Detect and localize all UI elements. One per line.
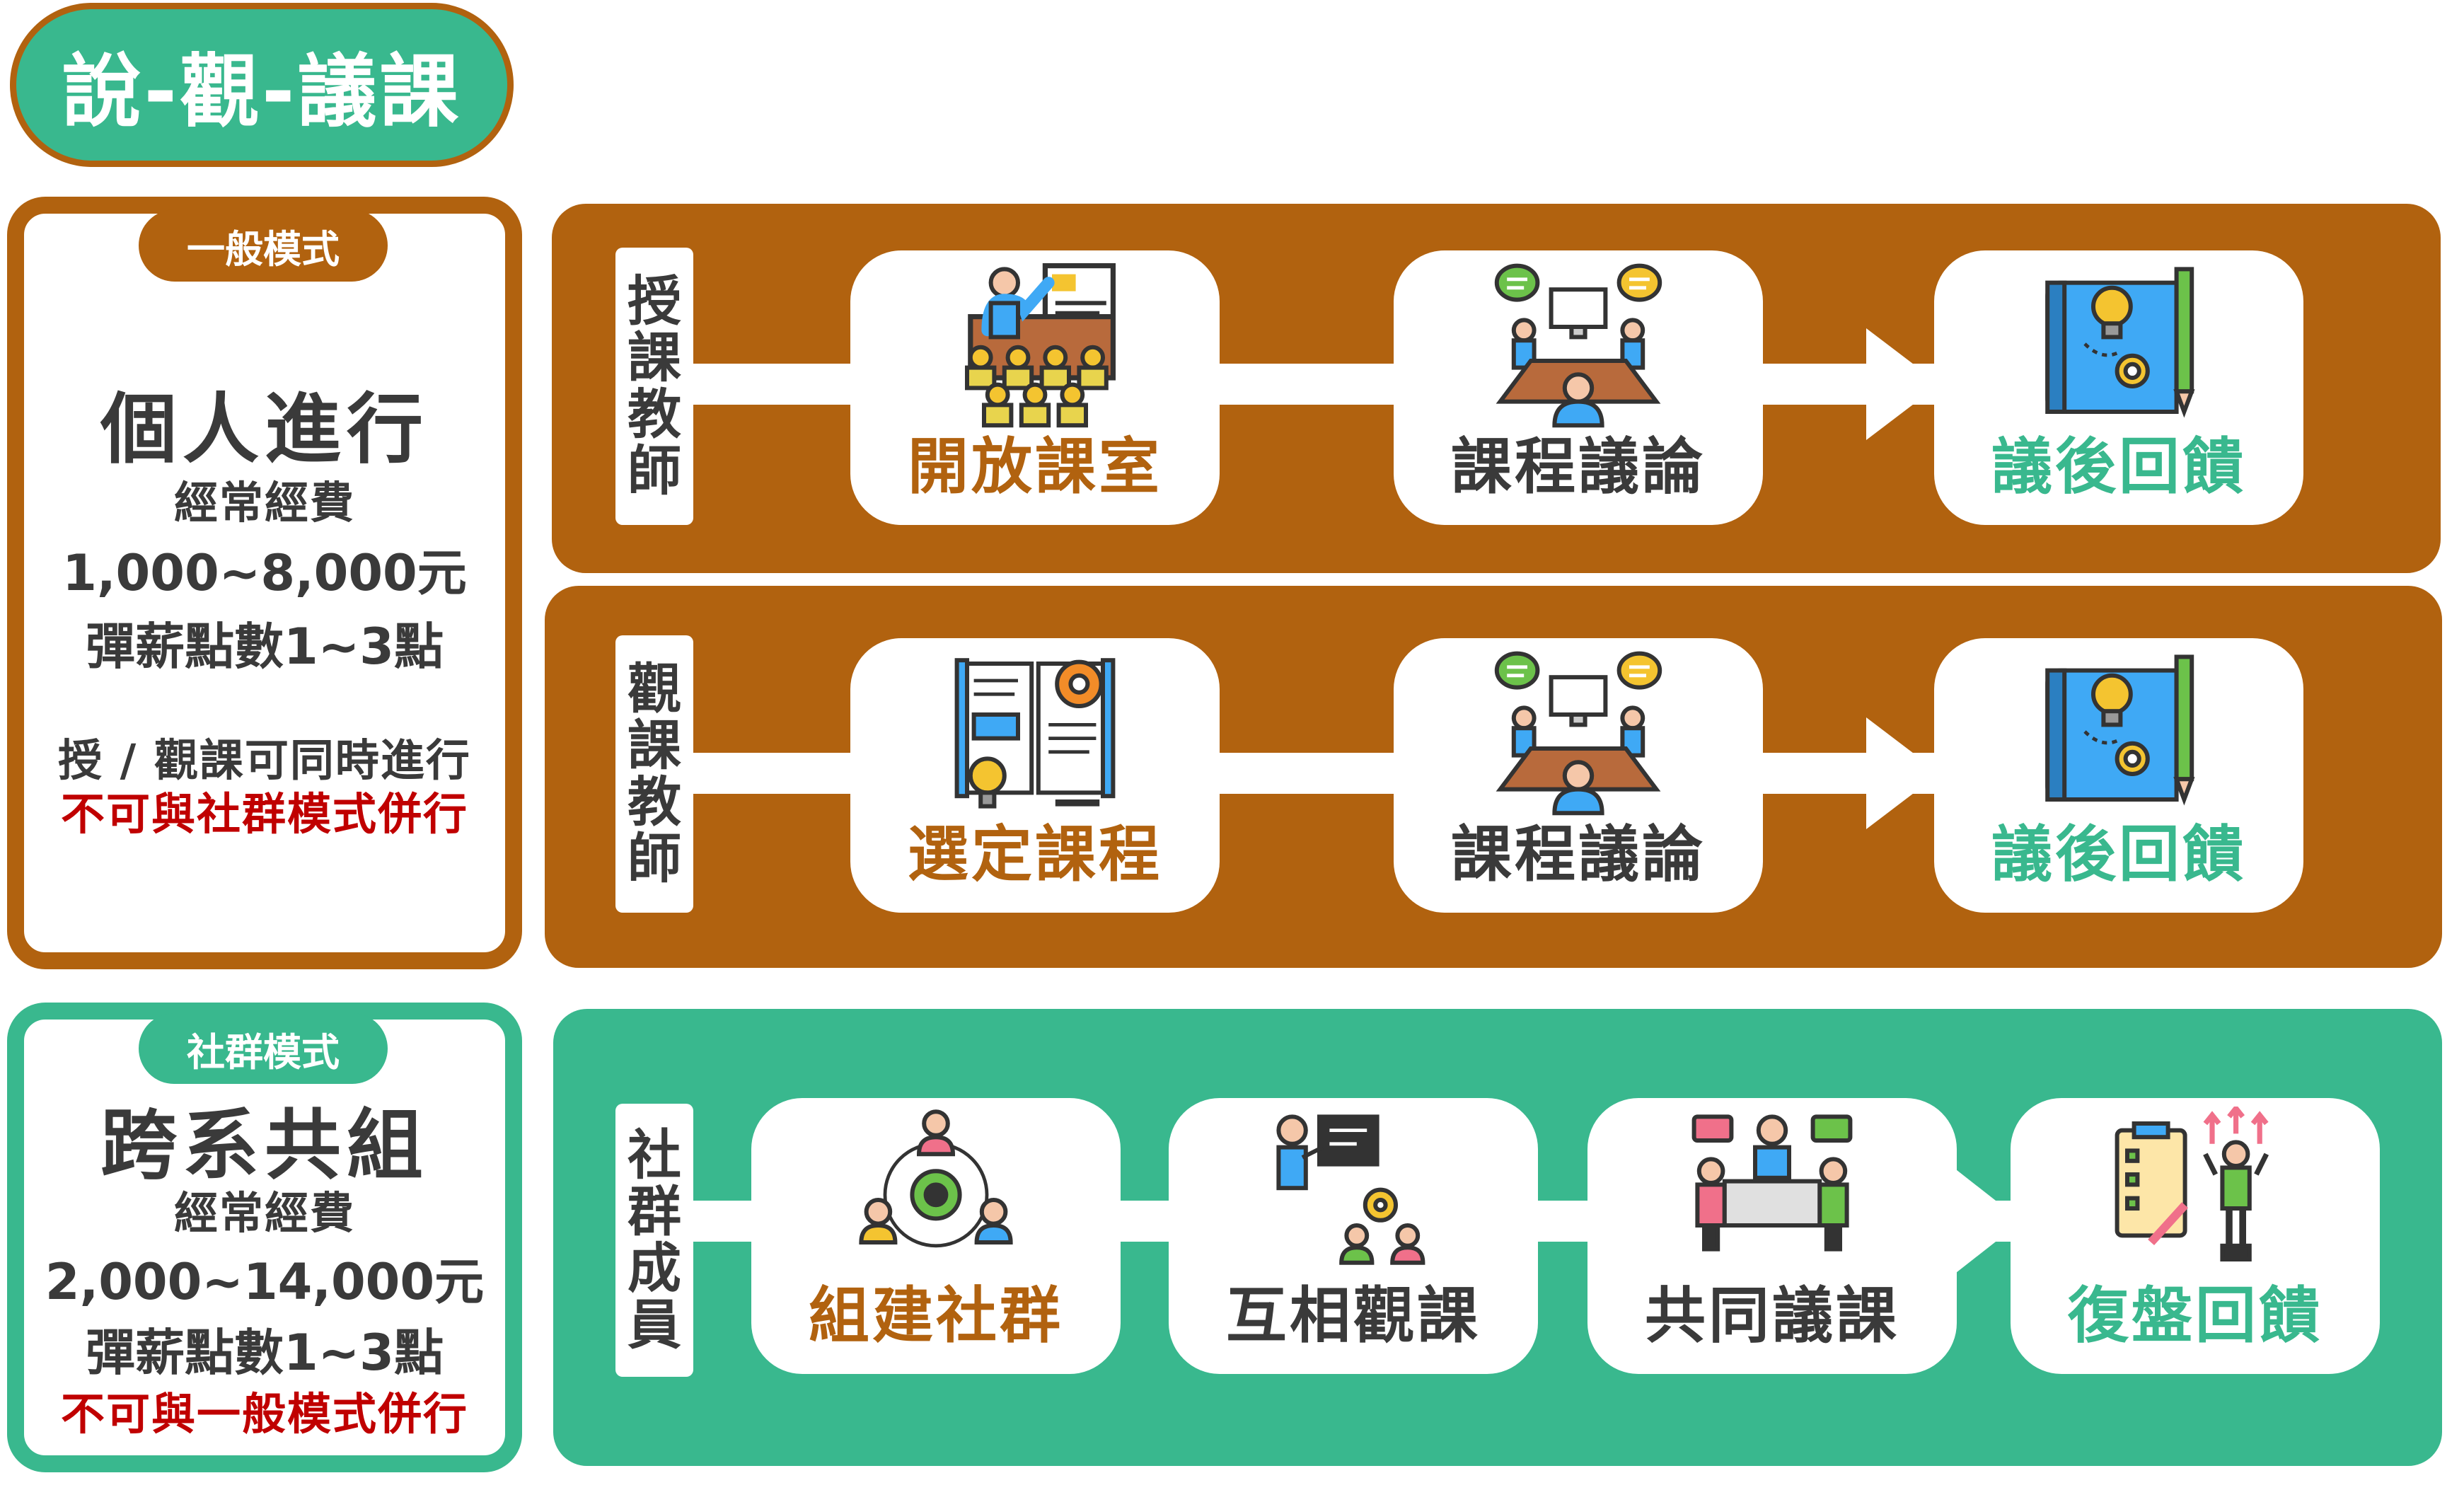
role-tag-observing: 觀課教師 <box>615 635 693 913</box>
meeting-discussion-icon <box>1494 263 1662 428</box>
community-budget-amount: 2,000~14,000元 <box>45 1253 485 1311</box>
checklist-growth-icon <box>2115 1107 2269 1261</box>
step-label-mutual-observation: 互相觀課 <box>1226 1281 1481 1351</box>
general-points: 彈薪點數1~3點 <box>85 618 444 676</box>
presentation-classroom-icon <box>965 263 1116 428</box>
team-gear-icon <box>859 1109 1013 1248</box>
step-card-mutual-observation: 互相觀課 <box>1169 1098 1538 1374</box>
role-tag-community: 社群成員 <box>615 1104 693 1377</box>
step-label-post-feedback-2: 議後回饋 <box>1991 819 2246 890</box>
blueprint-idea-icon <box>2045 267 2195 418</box>
step-label-build-community: 組建社群 <box>809 1281 1063 1351</box>
step-card-build-community: 組建社群 <box>751 1098 1121 1374</box>
step-card-post-feedback: 議後回饋 <box>1934 250 2303 525</box>
general-mode-panel <box>7 197 522 969</box>
observe-presentation-icon <box>1276 1114 1425 1265</box>
step-label-course-discussion: 課程議論 <box>1451 432 1706 502</box>
community-mode-tag: 社群模式 <box>139 1013 388 1084</box>
step-label-post-feedback: 議後回饋 <box>1991 432 2246 502</box>
meeting-discussion-icon <box>1494 651 1662 816</box>
general-budget-amount: 1,000~8,000元 <box>62 544 467 602</box>
group-meeting-icon <box>1691 1114 1853 1252</box>
step-card-open-classroom: 開放課室 <box>850 250 1220 525</box>
step-label-review-feedback: 復盤回饋 <box>2068 1281 2323 1351</box>
book-gear-icon <box>954 658 1116 809</box>
step-card-joint-discussion: 共同議課 <box>1587 1098 1957 1374</box>
step-label-open-classroom: 開放課室 <box>908 432 1162 502</box>
step-card-review-feedback: 復盤回饋 <box>2011 1098 2380 1374</box>
general-mode-heading: 個人進行 <box>100 386 429 474</box>
community-points: 彈薪點數1~3點 <box>85 1324 444 1382</box>
community-budget-label: 經常經費 <box>173 1187 355 1239</box>
community-mode-heading: 跨系共組 <box>100 1102 429 1190</box>
step-card-course-discussion: 課程議論 <box>1394 250 1763 525</box>
step-card-course-discussion-2: 課程議論 <box>1394 638 1763 913</box>
role-tag-teaching: 授課教師 <box>615 248 693 525</box>
step-label-joint-discussion: 共同議課 <box>1645 1281 1899 1351</box>
page-title: 說-觀-議課 <box>10 3 514 167</box>
general-note: 授 / 觀課可同時進行 <box>58 734 471 786</box>
step-label-course-discussion-2: 課程議論 <box>1451 819 1706 890</box>
step-label-select-course: 選定課程 <box>908 819 1162 890</box>
general-mode-tag: 一般模式 <box>139 209 388 282</box>
step-card-select-course: 選定課程 <box>850 638 1220 913</box>
community-warning: 不可與一般模式併行 <box>60 1388 468 1440</box>
general-budget-label: 經常經費 <box>173 477 355 529</box>
general-warning: 不可與社群模式併行 <box>60 788 468 840</box>
step-card-post-feedback-2: 議後回饋 <box>1934 638 2303 913</box>
blueprint-idea-icon <box>2045 654 2195 806</box>
